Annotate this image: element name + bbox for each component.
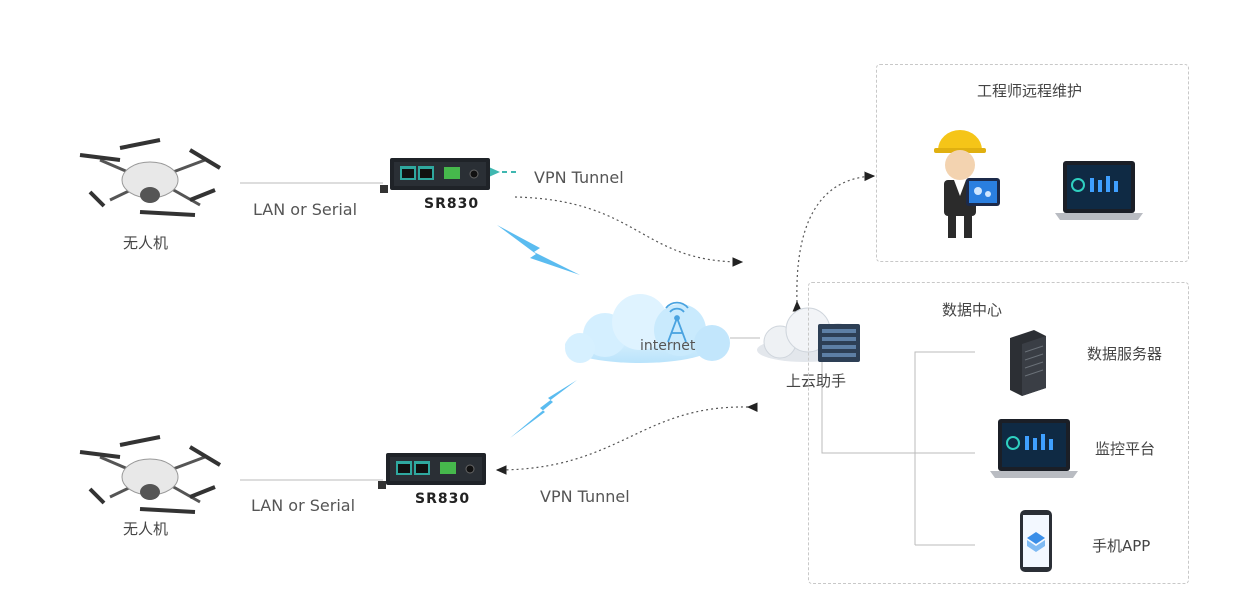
data-center-title: 数据中心 [942,301,1003,319]
tunnel-curve-top [514,196,744,267]
router-name-bottom: SR830 [415,491,471,507]
engineer-panel-title: 工程师远程维护 [977,82,1083,100]
vpn-label-bottom: VPN Tunnel [540,487,630,506]
router-name-top: SR830 [424,196,480,212]
drone-label-bottom: 无人机 [123,520,169,538]
dc-item-app-label: 手机APP [1092,537,1151,555]
tunnel-curve-bottom [495,402,758,475]
engineer-panel: 工程师远程维护 [876,64,1189,262]
dc-link-monitor [821,340,975,454]
lan-label-top: LAN or Serial [253,200,358,219]
signal-bolt-bottom [510,380,577,438]
antenna-icon [665,301,689,343]
signal-bolt-top [497,225,580,275]
internet-label: internet [640,338,696,354]
dc-bracket [914,351,975,545]
internet-cloud-icon [565,294,730,363]
dc-item-server-label: 数据服务器 [1087,345,1163,363]
drone-label-top: 无人机 [123,234,169,252]
cloud-assistant-label: 上云助手 [786,372,847,390]
engineer-link [792,171,876,312]
data-center-panel: 数据中心 [808,282,1189,584]
lan-label-bottom: LAN or Serial [251,496,356,515]
vpn-label-top: VPN Tunnel [534,168,624,187]
dc-item-monitor-label: 监控平台 [1095,440,1156,458]
cloud-assistant-icon [757,307,860,362]
